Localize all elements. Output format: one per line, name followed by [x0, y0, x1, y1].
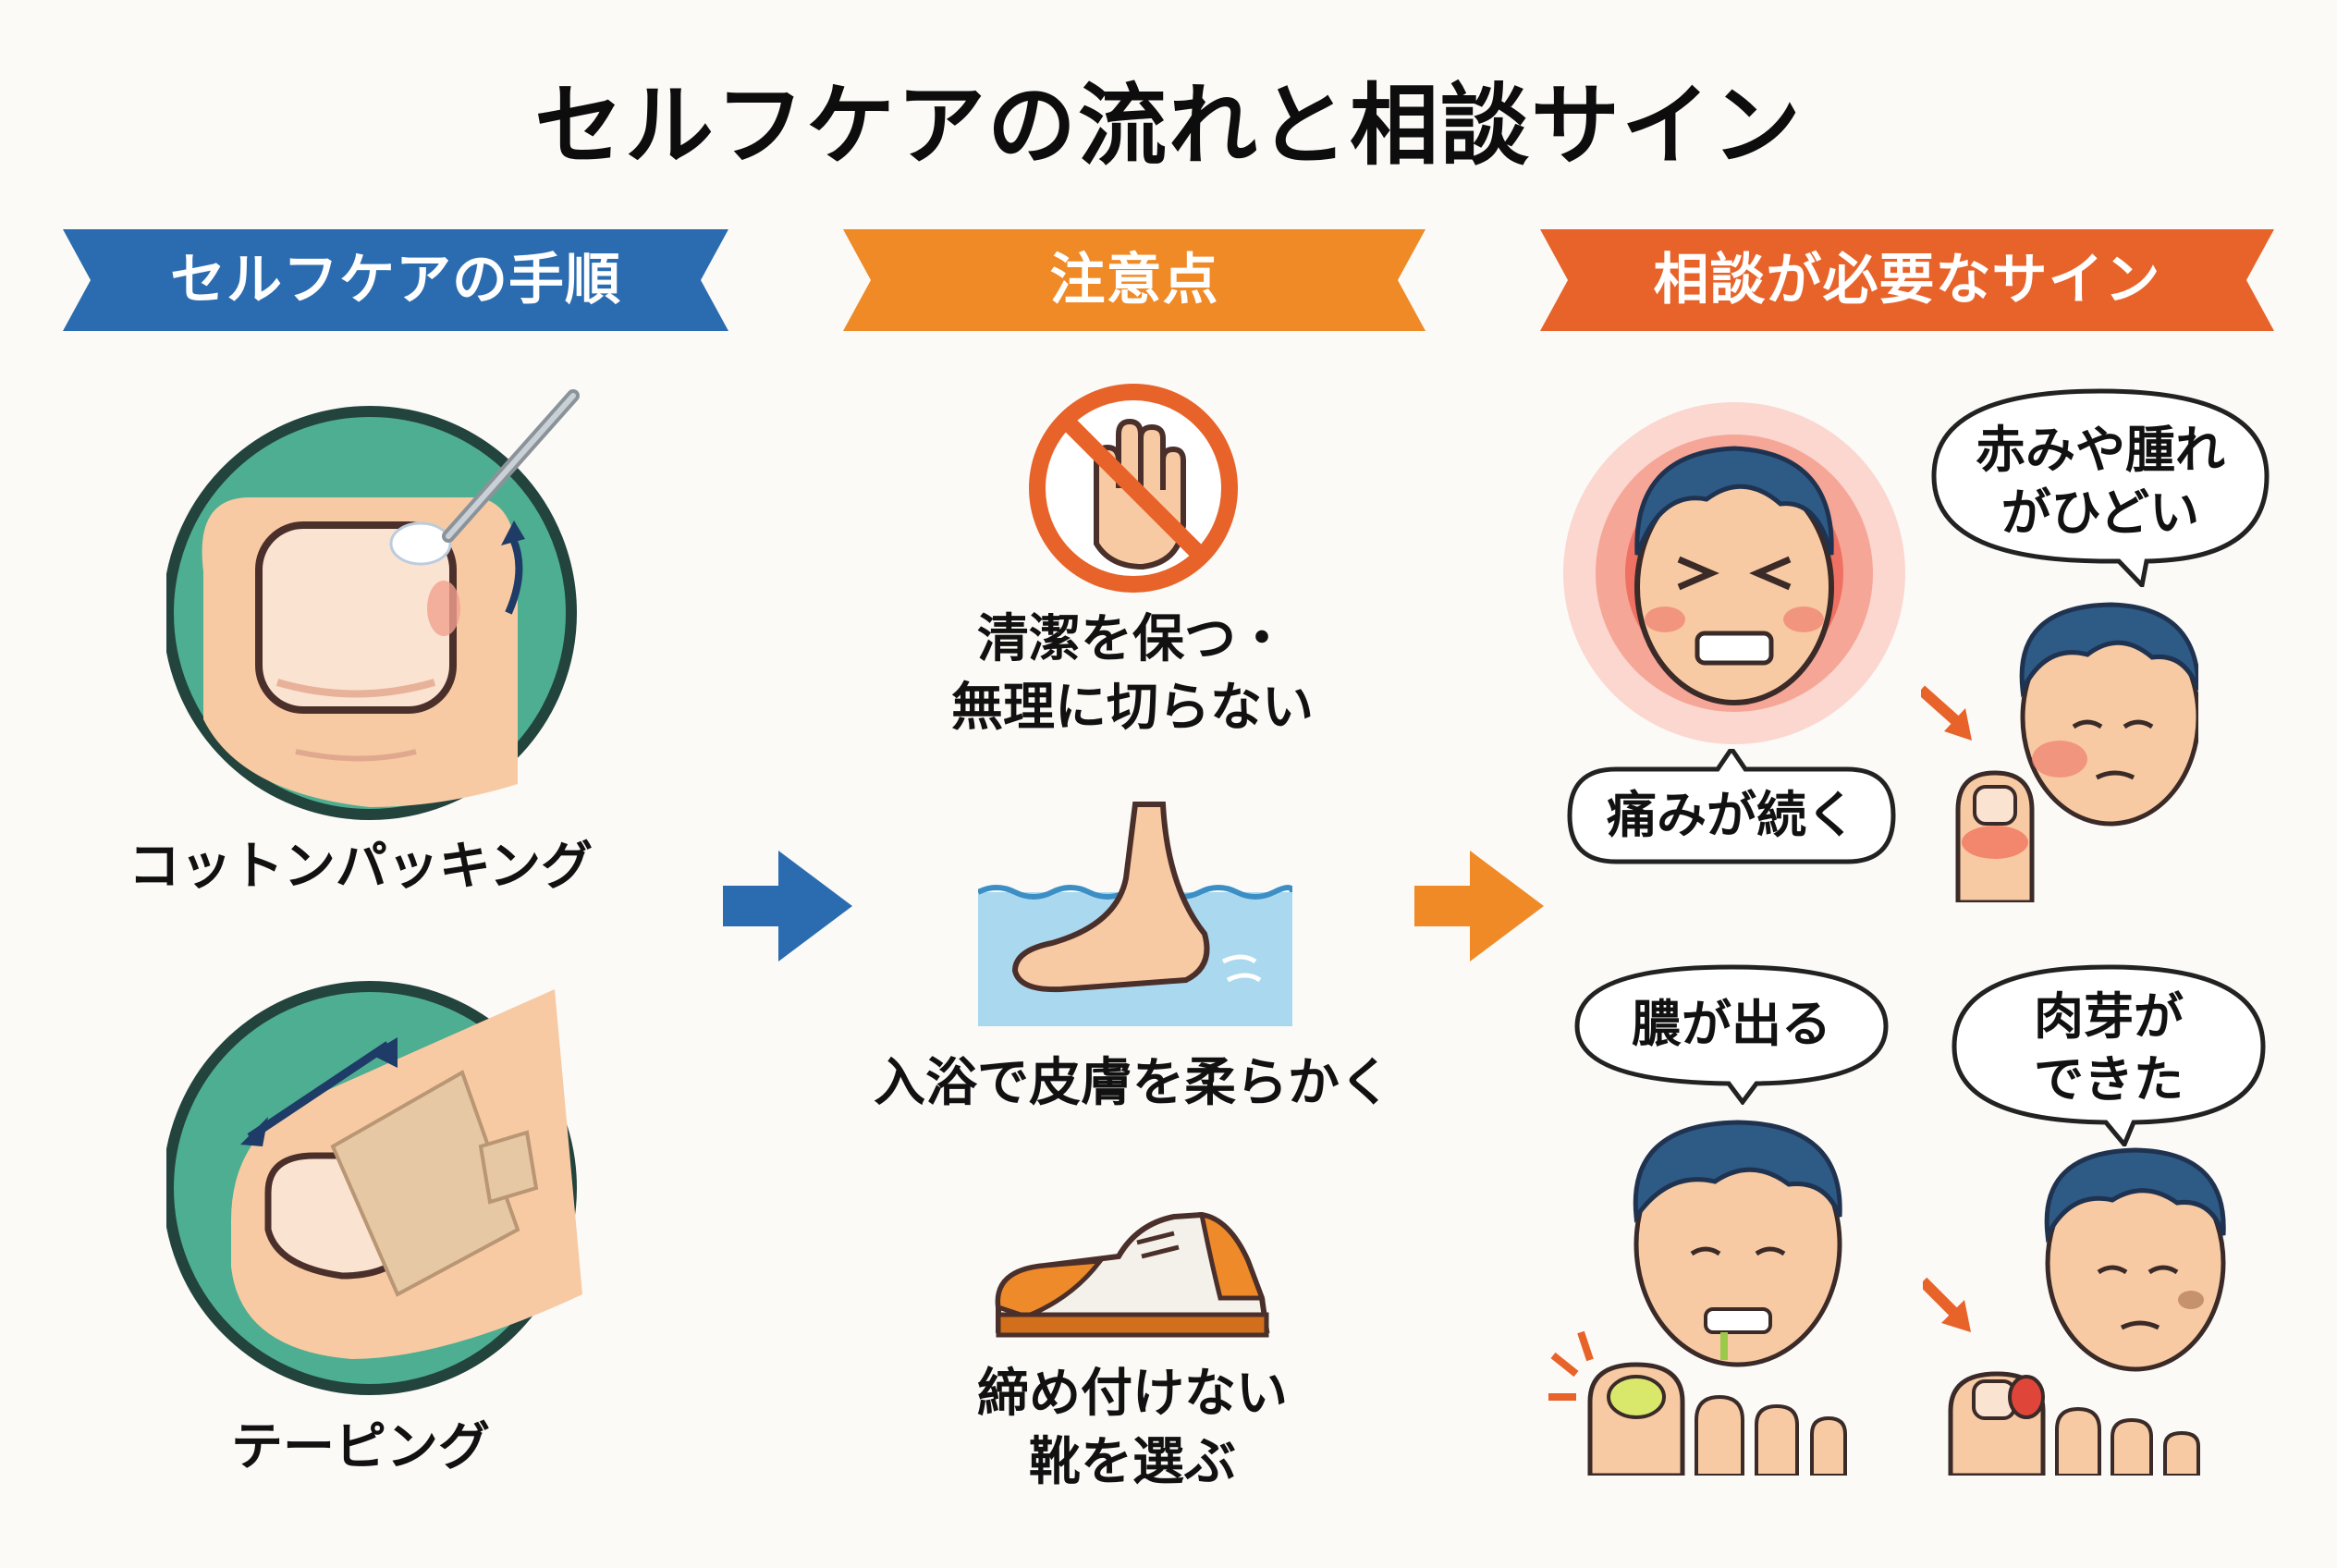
sign-pain-text: 痛みが続く	[1607, 786, 1856, 844]
selfcare-banner: セルフケアの手順	[63, 229, 728, 331]
sign-granulation-text-2: できた	[2034, 1050, 2184, 1109]
sign-redness-text-1: 赤みや腫れ	[1976, 421, 2225, 479]
pain-face-icon	[1549, 398, 1919, 749]
caution-shoe-label-1: 締め付けない	[977, 1364, 1288, 1424]
arrow-right-icon	[1414, 851, 1544, 962]
sign-granulation-text-1: 肉芽が	[2034, 987, 2184, 1046]
cautions-banner: 注意点	[843, 229, 1425, 331]
sign-pus-text: 膿が出る	[1632, 995, 1831, 1053]
speech-bubble: 痛みが続く	[1560, 749, 1903, 869]
caution-clean-label-1: 清潔を保つ・	[977, 609, 1288, 669]
arrow-right-icon	[723, 851, 852, 962]
sign-redness-text-2: がひどい	[2001, 484, 2200, 542]
granulation-toe-icon	[1918, 1143, 2274, 1478]
page-title: セルフケアの流れと相談サイン	[534, 74, 1803, 178]
selfcare-heading: セルフケアの手順	[170, 248, 621, 312]
shoe-icon	[989, 1206, 1276, 1344]
foot-bath-icon	[976, 795, 1295, 1026]
step-taping-label: テーピング	[231, 1417, 490, 1477]
no-hand-icon	[1022, 377, 1244, 599]
step-cotton-packing-label: コットンパッキング	[128, 837, 593, 897]
speech-bubble: 赤みや腫れ がひどい	[1925, 384, 2276, 587]
signs-heading: 相談が必要なサイン	[1653, 248, 2161, 312]
speech-bubble: 膿が出る	[1572, 962, 1891, 1105]
red-swollen-toe-icon	[1917, 588, 2201, 905]
cautions-heading: 注意点	[1049, 248, 1219, 312]
taping-illustration	[163, 962, 629, 1396]
cotton-packing-illustration	[163, 386, 629, 821]
speech-bubble: 肉芽が できた	[1949, 962, 2269, 1146]
caution-clean-label-2: 無理に切らない	[951, 678, 1314, 738]
caution-bath-label: 入浴で皮膚を柔らかく	[874, 1053, 1391, 1113]
signs-banner: 相談が必要なサイン	[1540, 229, 2274, 331]
caution-shoe-label-2: 靴を選ぶ	[1029, 1432, 1236, 1492]
pus-toe-icon	[1535, 1106, 1904, 1478]
